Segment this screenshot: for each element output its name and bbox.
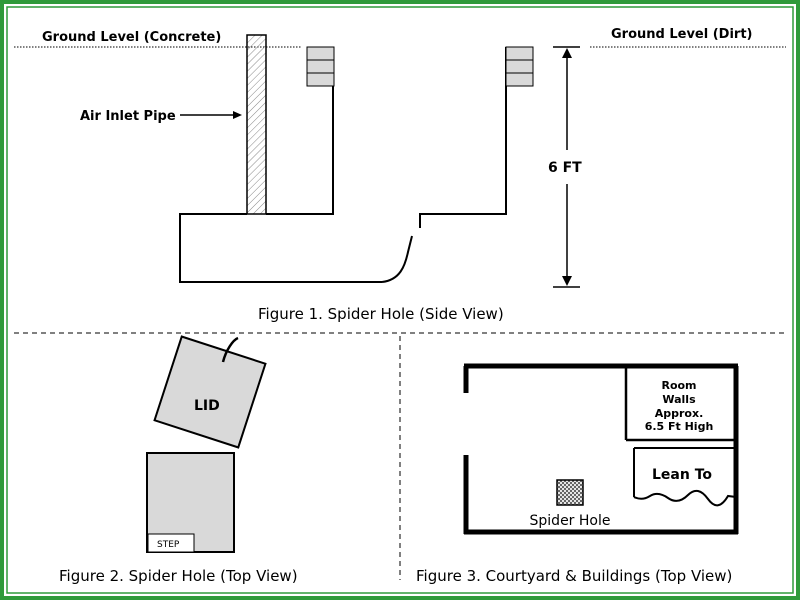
- room-walls-label-line1: Room: [661, 379, 696, 392]
- room-walls-label-line3: Approx.: [655, 407, 704, 420]
- air-inlet-pipe-label: Air Inlet Pipe: [80, 109, 176, 124]
- step-label: STEP: [157, 540, 180, 550]
- lid-block-right: [505, 46, 534, 87]
- figure-3-caption: Figure 3. Courtyard & Buildings (Top Vie…: [416, 567, 732, 585]
- ground-level-concrete-label: Ground Level (Concrete): [42, 30, 221, 45]
- figure-2-top-view: LID STEP Figure 2. Spider Hole (Top View…: [59, 335, 298, 585]
- lean-to-label: Lean To: [652, 467, 712, 483]
- lid-handle: [221, 336, 239, 363]
- spider-hole-left-wall: [266, 47, 334, 215]
- depth-label: 6 FT: [548, 160, 582, 176]
- figure-1-side-view: Ground Level (Concrete) Ground Level (Di…: [14, 27, 786, 323]
- spider-hole-right-wall: [419, 47, 507, 228]
- inner-border: [6, 6, 794, 594]
- ground-level-dirt-label: Ground Level (Dirt): [611, 27, 752, 42]
- arrow-down-icon: [562, 276, 572, 286]
- figure-1-caption: Figure 1. Spider Hole (Side View): [258, 305, 504, 323]
- lid-square: [153, 335, 267, 449]
- spider-hole-marker: [556, 479, 584, 506]
- spider-hole-label: Spider Hole: [530, 513, 611, 529]
- figure-2-caption: Figure 2. Spider Hole (Top View): [59, 567, 298, 585]
- air-inlet-pipe: [246, 34, 267, 215]
- arrowhead-icon: [233, 111, 242, 119]
- tunnel-curve: [381, 235, 413, 283]
- lean-to-rough-edge: [633, 489, 737, 507]
- room-walls-label-line4: 6.5 Ft High: [645, 420, 714, 433]
- figure-3-courtyard: Room Walls Approx. 6.5 Ft High Lean To S…: [416, 363, 739, 585]
- lid-label: LID: [194, 398, 220, 414]
- tunnel-outline: [179, 213, 382, 283]
- room-walls-label-line2: Walls: [662, 393, 696, 406]
- lid-block-left: [306, 46, 335, 87]
- step-box: [147, 533, 195, 553]
- arrow-up-icon: [562, 48, 572, 58]
